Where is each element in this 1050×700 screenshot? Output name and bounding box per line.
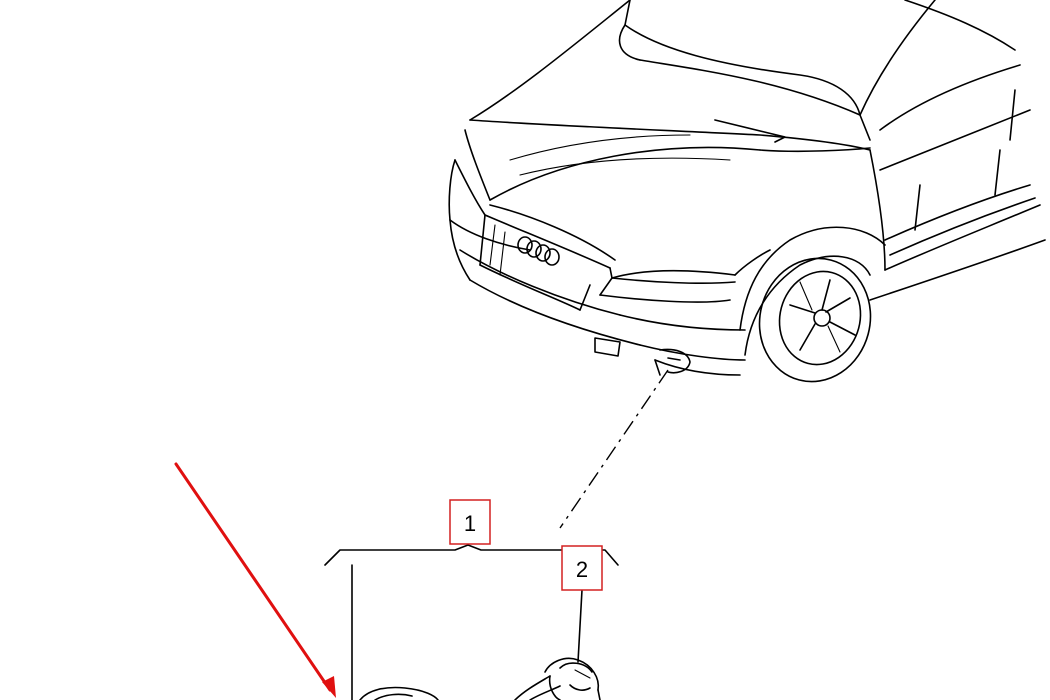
red-pointer-arrow (174, 462, 336, 698)
callout-1: 1 (449, 499, 491, 545)
callout-1-box (449, 499, 491, 545)
four-rings-logo-icon (517, 236, 560, 266)
leader-line (559, 369, 669, 529)
car-illustration (448, 0, 1046, 383)
callout-2: 2 (561, 545, 603, 591)
callout-1-label: 1 (464, 511, 476, 536)
callout-2-box (561, 545, 603, 591)
leader-to-part-2 (577, 589, 583, 663)
callout-2-label: 2 (576, 557, 588, 582)
fog-lamp-part-illustration (359, 657, 601, 700)
bracket-line (324, 544, 619, 566)
